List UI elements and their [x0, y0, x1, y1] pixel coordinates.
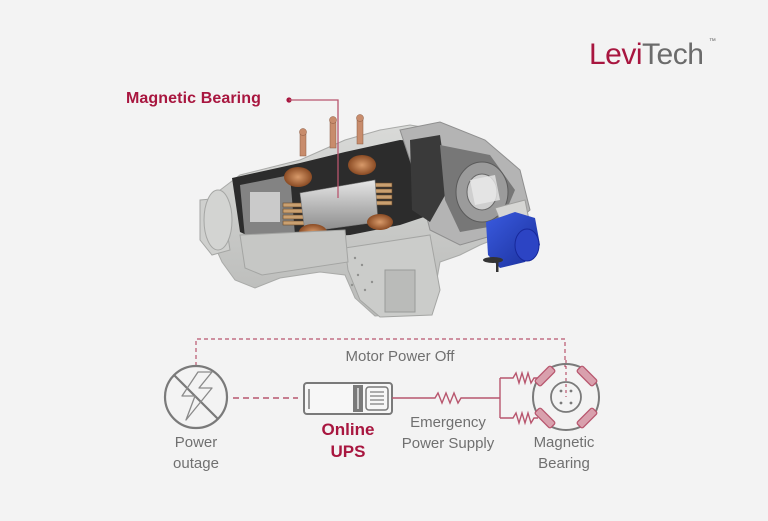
emergency-power-supply-label-line1: Emergency — [410, 414, 486, 431]
magnetic-bearing-icon — [532, 360, 600, 431]
power-outage-label-line1: Power — [174, 434, 218, 451]
logo-tech: Tech — [642, 38, 704, 71]
logo-trademark: ™ — [708, 38, 716, 45]
motor-power-off-label: Motor Power Off — [345, 348, 455, 365]
online-ups-label-line1: Online — [321, 420, 375, 439]
magnetic-bearing-label-line2: Bearing — [538, 455, 590, 472]
power-outage-label-line2: outage — [173, 455, 219, 472]
magnetic-bearing-label-line1: Magnetic — [533, 434, 595, 451]
motor-power-off-link — [195, 338, 566, 368]
resistor-icon — [392, 370, 538, 426]
emergency-power-supply-label: Emergency Power Supply — [388, 412, 508, 454]
power-outage-label: Power outage — [146, 432, 246, 474]
levitech-logo: LeviTech ™ — [589, 38, 716, 71]
callout-leader-line — [286, 97, 339, 198]
emergency-power-supply-label-line2: Power Supply — [401, 435, 495, 452]
no-power-icon — [163, 364, 229, 430]
online-ups-label-line2: UPS — [330, 442, 366, 461]
online-ups-label: Online UPS — [298, 419, 398, 463]
magnetic-bearing-callout-label: Magnetic Bearing — [126, 90, 261, 107]
ups-icon — [303, 382, 393, 415]
magnetic-bearing-label: Magnetic Bearing — [514, 432, 614, 474]
logo-levi: Levi — [589, 38, 643, 71]
